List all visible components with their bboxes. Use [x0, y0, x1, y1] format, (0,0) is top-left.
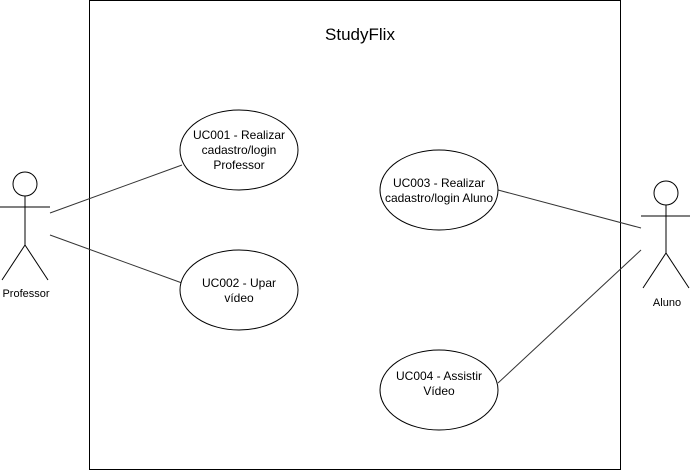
use-case-uc004: [379, 349, 499, 431]
actor-professor-leg-left: [1, 244, 26, 281]
actor-professor-figure: [0, 171, 50, 281]
actor-professor-head: [12, 171, 38, 197]
system-boundary: [89, 0, 621, 470]
actor-aluno-leg-right: [665, 252, 690, 289]
association-uc003-aluno: [497, 189, 642, 229]
actor-aluno-leg-left: [642, 252, 667, 289]
use-case-uc002: [179, 249, 299, 331]
association-professor-uc002: [49, 234, 183, 284]
association-uc004-aluno: [497, 249, 642, 384]
actor-professor-leg-right: [24, 244, 49, 281]
actor-aluno-head: [653, 180, 679, 206]
actor-aluno-figure: [641, 180, 690, 289]
use-case-uc001: [179, 109, 299, 191]
use-case-uc003: [379, 149, 499, 231]
association-professor-uc001: [49, 164, 183, 214]
